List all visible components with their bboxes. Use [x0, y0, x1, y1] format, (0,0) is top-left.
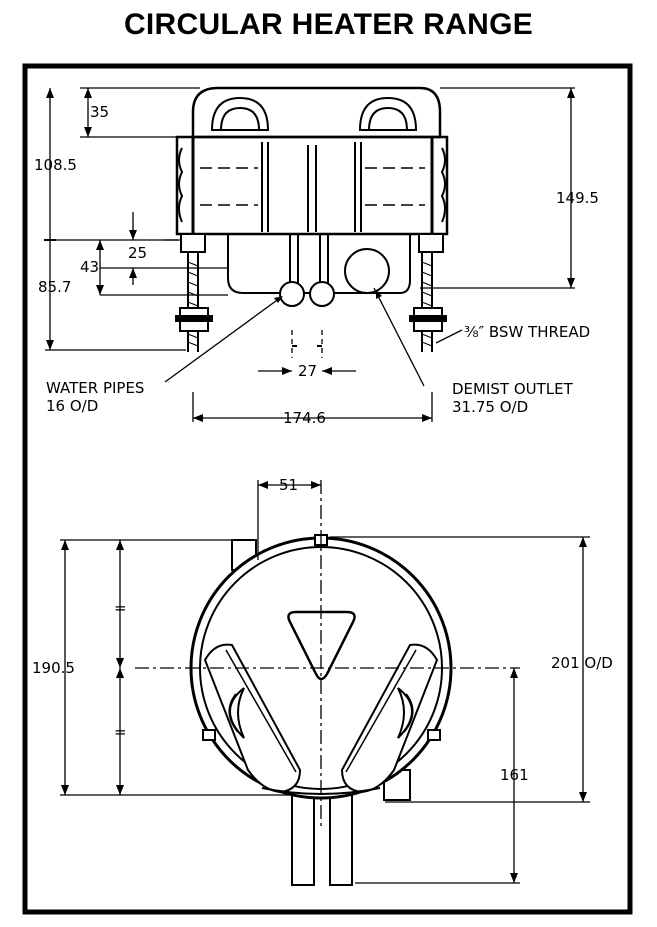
- plan-labels: 51 190.5 201 O/D 161 = =: [32, 476, 613, 784]
- heater-side-elevation: [175, 86, 449, 352]
- dim-27-label: 27: [298, 362, 317, 380]
- demist-outlet-size: 31.75 O/D: [452, 398, 528, 416]
- dim-51-label: 51: [279, 476, 298, 494]
- dim-161-label: 161: [500, 766, 529, 784]
- water-pipe-left-icon: [279, 281, 305, 307]
- dim-43-label: 43: [80, 258, 99, 276]
- center-triangle-icon: [287, 610, 356, 681]
- side-labels: 35 108.5 149.5 25 43 85.7 27 174.6 ³⁄₈″ …: [34, 103, 599, 427]
- water-pipe-right-icon: [309, 281, 335, 307]
- right-handle-icon: [358, 96, 418, 131]
- dim-108-5-label: 108.5: [34, 156, 77, 174]
- dim-25-label: 25: [128, 244, 147, 262]
- drawing-frame: [22, 63, 633, 915]
- dim-149-5-label: 149.5: [556, 189, 599, 207]
- page-title: CIRCULAR HEATER RANGE: [123, 8, 534, 41]
- side-dimension-lines: [44, 87, 575, 422]
- equal-mark-lower: =: [114, 723, 127, 741]
- thread-note: ³⁄₈″ BSW THREAD: [464, 323, 590, 341]
- dim-35-label: 35: [90, 103, 109, 121]
- water-pipes-size: 16 O/D: [46, 397, 98, 415]
- dim-201-od-label: 201 O/D: [551, 654, 613, 672]
- left-handle-icon: [210, 96, 270, 131]
- demist-outlet-label: DEMIST OUTLET: [452, 380, 574, 398]
- demist-outlet-icon: [344, 248, 390, 294]
- plan-arrowheads: [61, 481, 587, 883]
- dim-190-5-label: 190.5: [32, 659, 75, 677]
- dim-85-7-label: 85.7: [38, 278, 71, 296]
- equal-mark-upper: =: [114, 599, 127, 617]
- side-arrowheads: [46, 88, 575, 422]
- water-pipes-label: WATER PIPES: [46, 379, 144, 397]
- dim-174-6-label: 174.6: [283, 409, 326, 427]
